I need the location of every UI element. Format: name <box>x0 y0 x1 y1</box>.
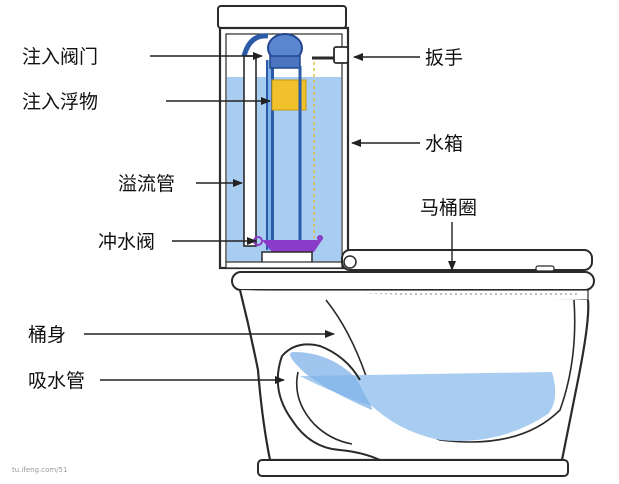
trapway <box>290 352 372 410</box>
label-flush-valve: 冲水阀 <box>98 231 155 253</box>
overflow-tube <box>243 55 257 247</box>
bowl-water <box>300 372 556 441</box>
label-tank: 水箱 <box>425 133 463 155</box>
seat-ring <box>231 249 595 301</box>
watermark: tu.ifeng.com/51 <box>12 466 67 474</box>
label-handle: 扳手 <box>425 47 463 69</box>
bowl <box>238 289 590 477</box>
label-float: 注入浮物 <box>22 91 98 113</box>
label-seat-ring: 马桶圈 <box>420 197 477 219</box>
leader-lines <box>84 52 456 384</box>
label-trapway: 吸水管 <box>28 370 85 392</box>
tank <box>217 5 350 270</box>
handle <box>333 46 349 64</box>
label-overflow-tube: 溢流管 <box>118 173 175 195</box>
tank-lid <box>217 5 347 29</box>
label-fill-valve: 注入阀门 <box>22 46 98 68</box>
label-bowl-body: 桶身 <box>28 324 66 346</box>
